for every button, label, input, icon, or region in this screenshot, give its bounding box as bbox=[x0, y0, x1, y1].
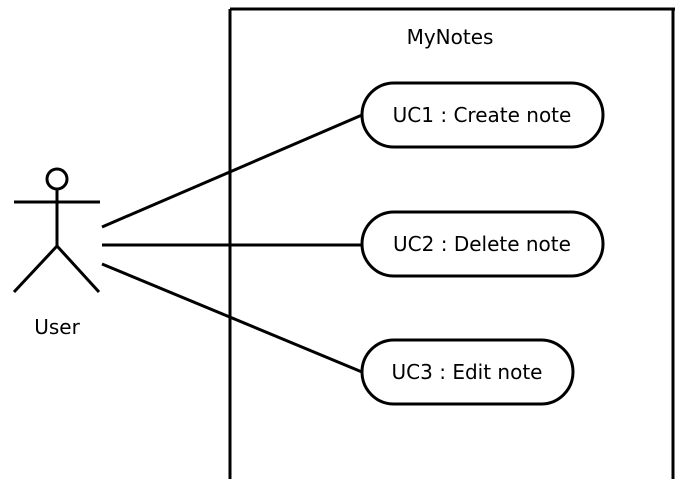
actor-label: User bbox=[34, 315, 80, 339]
use-case-uc1[interactable]: UC1 : Create note bbox=[360, 81, 605, 149]
use-case-uc3[interactable]: UC3 : Edit note bbox=[360, 338, 575, 406]
actor-right-leg bbox=[55, 244, 101, 294]
actor-user-figure bbox=[12, 167, 101, 294]
use-case-uc1-shape bbox=[360, 81, 605, 149]
associations bbox=[101, 113, 363, 374]
association-uc1 bbox=[101, 113, 363, 229]
use-case-uc2-shape bbox=[360, 210, 605, 278]
use-case-uc2[interactable]: UC2 : Delete note bbox=[360, 210, 605, 278]
actor-left-leg bbox=[12, 244, 59, 294]
system-title: MyNotes bbox=[407, 25, 494, 49]
use-case-uc2-label: UC2 : Delete note bbox=[393, 232, 571, 256]
use-case-uc1-label: UC1 : Create note bbox=[393, 103, 572, 127]
use-case-uc3-label: UC3 : Edit note bbox=[392, 360, 543, 384]
actor-head bbox=[45, 167, 69, 191]
association-uc3 bbox=[101, 262, 363, 374]
use-case-uc3-shape bbox=[360, 338, 575, 406]
